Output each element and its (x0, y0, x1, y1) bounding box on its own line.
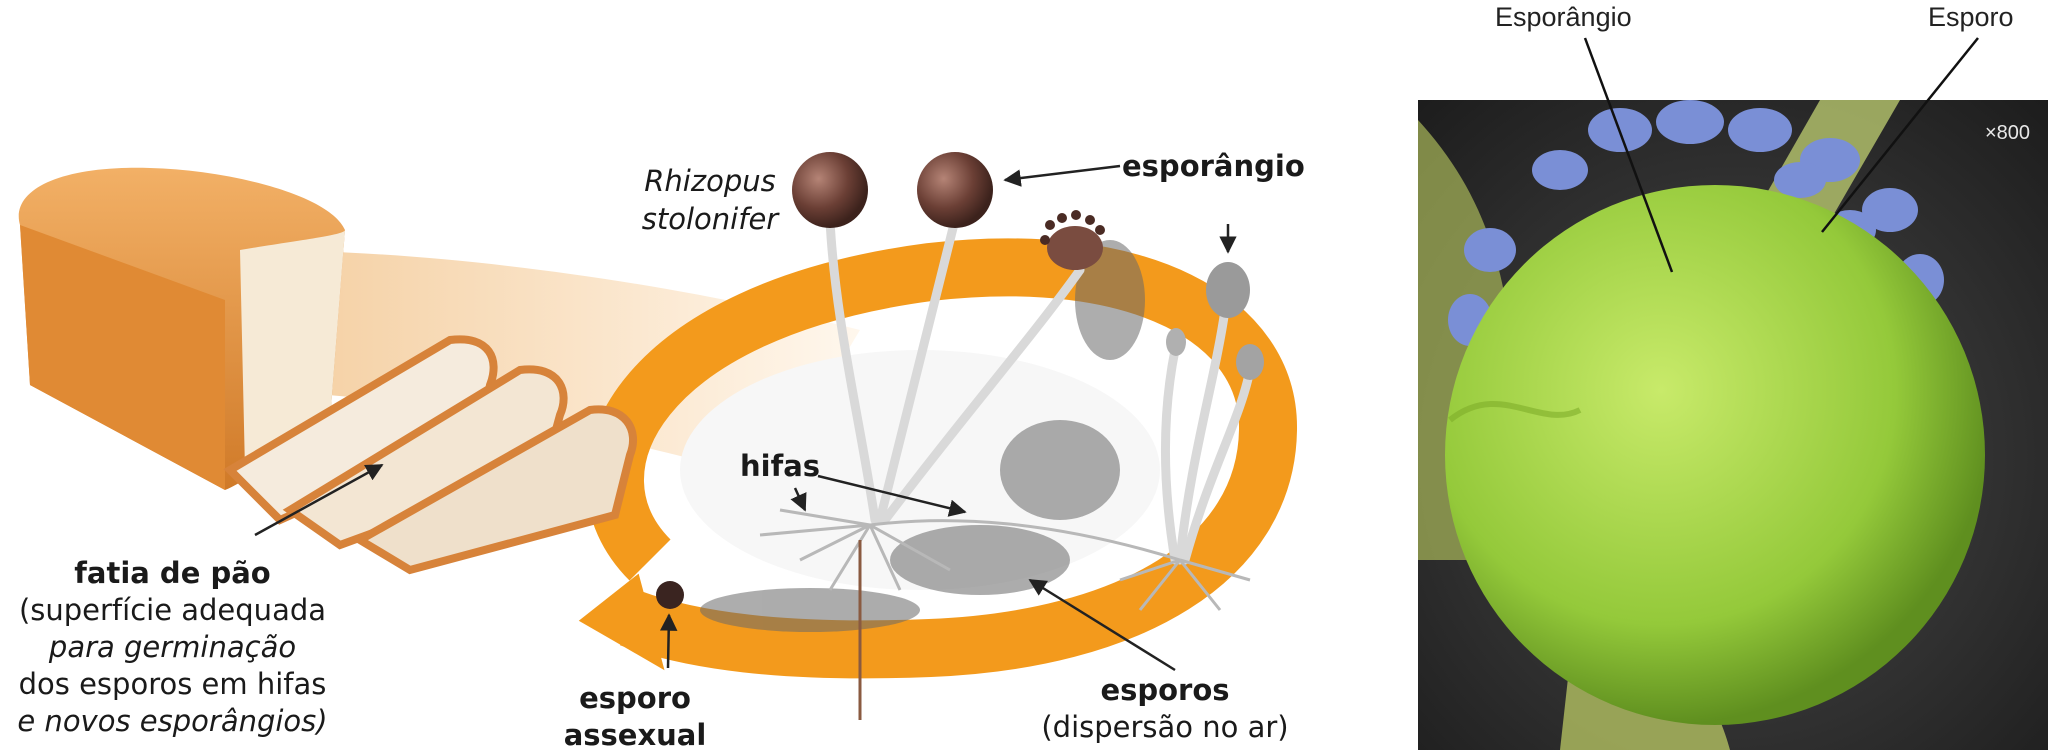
sporangium-head (792, 152, 868, 228)
young-sporangium (1206, 262, 1250, 318)
sporangium-ball (1445, 185, 1985, 725)
hyphae-label: hifas (740, 449, 821, 483)
magnification-label: ×800 (1985, 122, 2031, 144)
young-sporangium (1166, 328, 1186, 356)
hyphae (759, 508, 1251, 720)
photo-spore-label: Esporo (1928, 2, 2014, 32)
bread-slice-title: fatia de pão (74, 556, 271, 590)
asexual-spore (656, 581, 684, 609)
sporangium-head (917, 152, 993, 228)
ruptured-sporangium (1040, 210, 1105, 270)
asexual-spore-label: esporo assexual (563, 681, 707, 752)
spores-title: esporos (1100, 673, 1230, 707)
sem-micrograph (1418, 37, 2048, 750)
bread-slice-desc-line: e novos esporângios) (17, 704, 328, 738)
spore-cloud (700, 240, 1145, 632)
bread-slice-desc-line: para germinação (48, 630, 297, 664)
bread-slice-desc-line: dos esporos em hifas (18, 667, 327, 701)
sporangium-label: esporângio (1122, 149, 1305, 183)
sporangiophores (825, 215, 1255, 565)
bread-loaf (18, 167, 345, 490)
photo-pointer (1821, 37, 1979, 233)
spores-desc: (dispersão no ar) (1041, 710, 1289, 744)
bread-slice-caption: fatia de pão (superfície adequada para g… (0, 555, 345, 740)
pointer-lines (254, 164, 1237, 672)
young-sporangium (1236, 344, 1264, 380)
bread-slices (223, 335, 638, 575)
bread-slice-desc-line: (superfície adequada (18, 593, 327, 627)
spores-caption: esporos (dispersão no ar) (1020, 672, 1310, 746)
photo-sporangium-label: Esporângio (1495, 2, 1632, 32)
photo-pointer (1583, 37, 1674, 273)
organism-name: Rhizopus stolonifer (641, 164, 779, 236)
